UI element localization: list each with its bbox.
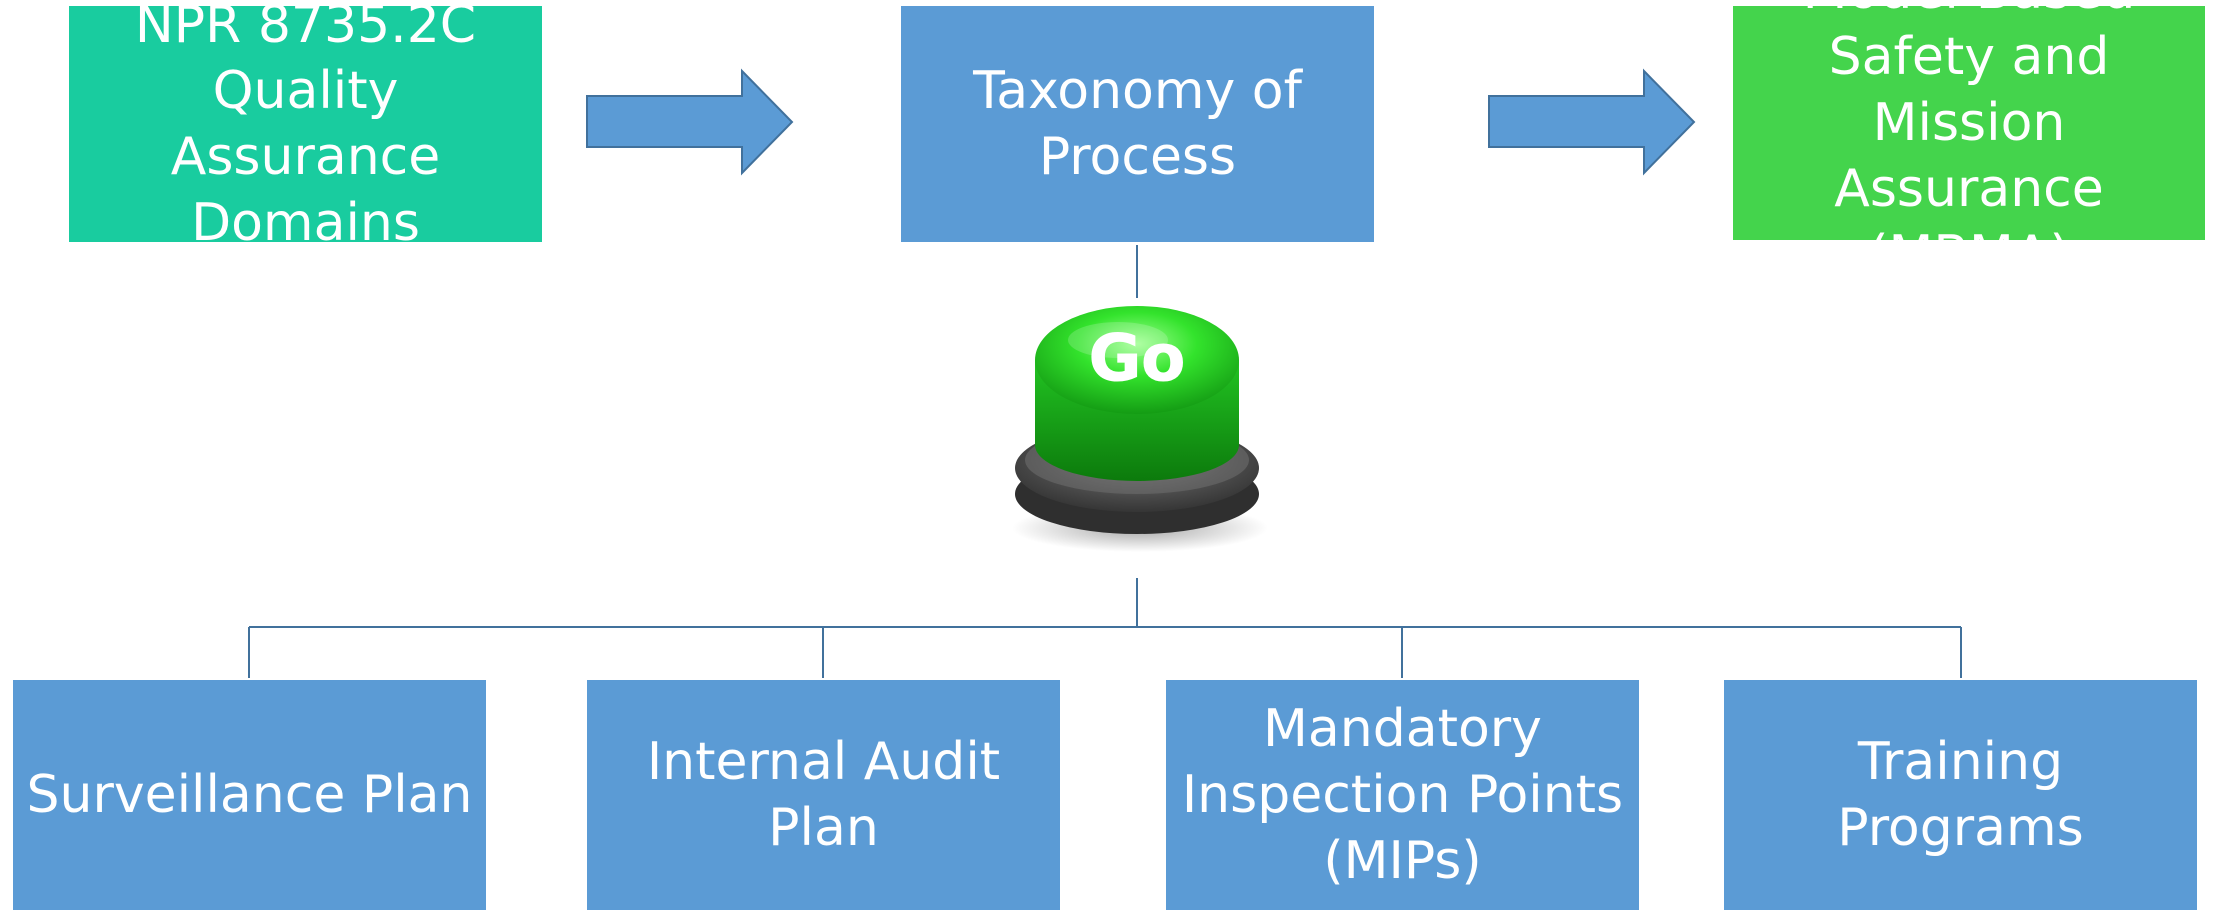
arrow-right-2 xyxy=(1488,68,1696,176)
box-internal-audit-plan: Internal Audit Plan xyxy=(587,680,1060,910)
box-mandatory-inspection-points: Mandatory Inspection Points (MIPs) xyxy=(1166,680,1639,910)
box-taxonomy-of-process-label: Taxonomy of Process xyxy=(973,61,1302,187)
box-training-programs-label: Training Programs xyxy=(1837,732,2084,858)
go-button-label: Go xyxy=(1089,322,1186,396)
box-mbma-label: Model-Based Safety and Mission Assurance… xyxy=(1803,0,2136,285)
box-surveillance-plan-label: Surveillance Plan xyxy=(26,765,473,825)
go-button[interactable]: Go xyxy=(1012,306,1268,552)
box-internal-audit-plan-label: Internal Audit Plan xyxy=(646,732,1001,858)
box-surveillance-plan: Surveillance Plan xyxy=(13,680,486,910)
box-training-programs: Training Programs xyxy=(1724,680,2197,910)
box-npr-qa-domains: NPR 8735.2C Quality Assurance Domains xyxy=(69,0,542,253)
box-mbma: Model-Based Safety and Mission Assurance… xyxy=(1733,0,2205,285)
box-taxonomy-of-process: Taxonomy of Process xyxy=(901,6,1374,242)
box-mandatory-inspection-points-label: Mandatory Inspection Points (MIPs) xyxy=(1181,699,1624,891)
box-npr-qa-domains-label: NPR 8735.2C Quality Assurance Domains xyxy=(134,0,477,253)
tree-connectors xyxy=(248,578,1962,678)
arrow-right-1 xyxy=(586,68,794,176)
